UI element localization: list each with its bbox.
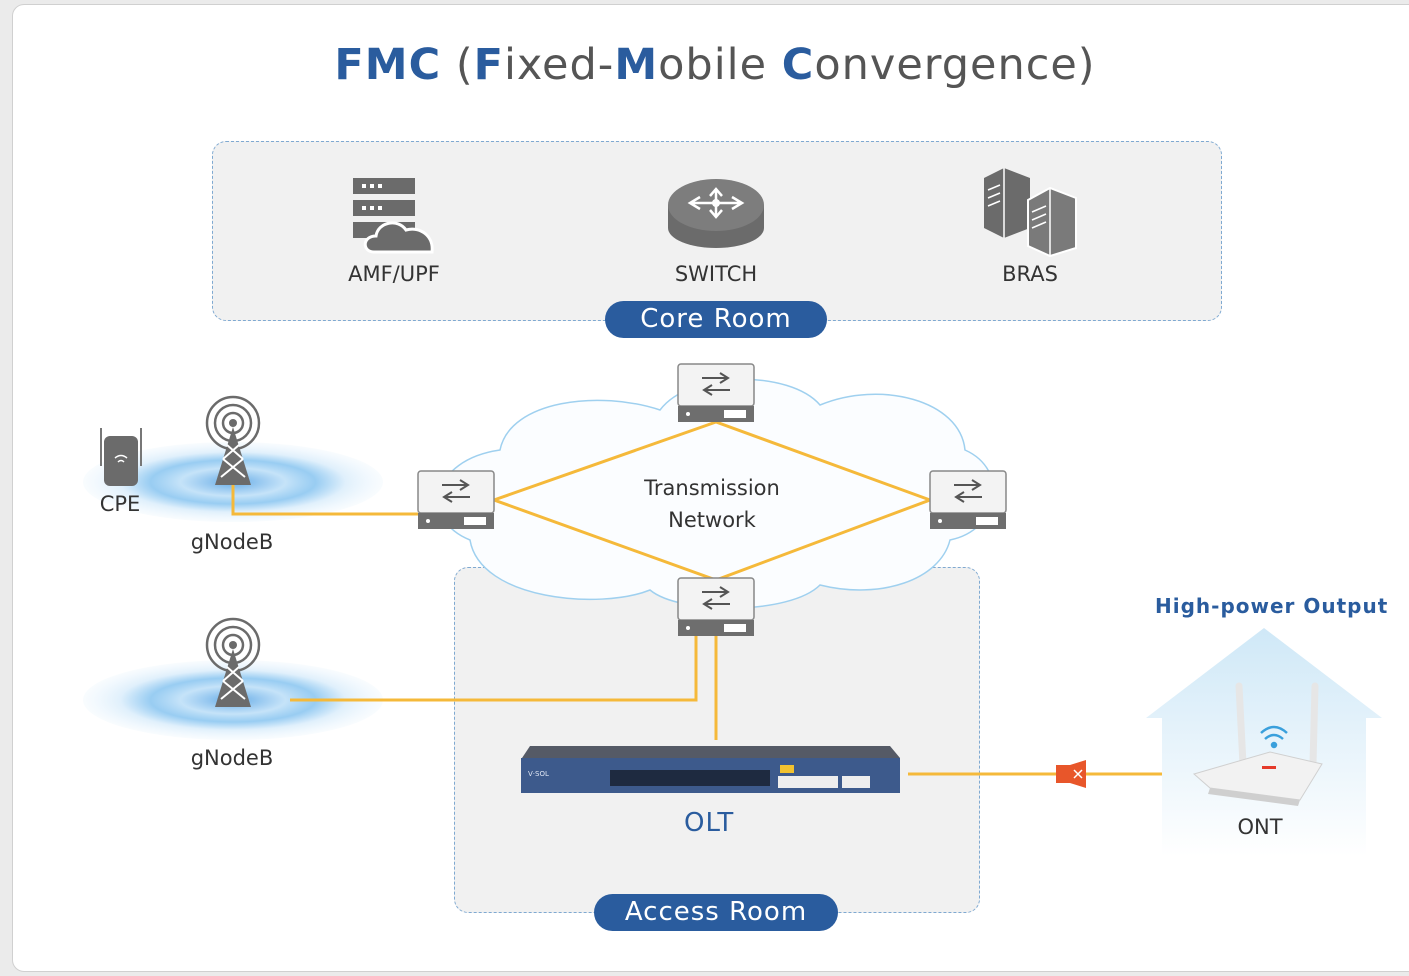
switch-bottom [677, 577, 755, 637]
page-title: FMC (Fixed-Mobile Convergence) [0, 40, 1409, 90]
switch-top [677, 363, 755, 423]
olt-device: V·SOL [521, 746, 900, 793]
ont-label: ONT [1237, 815, 1283, 839]
access-room-pill: Access Room [594, 894, 838, 931]
amf-upf-label: AMF/UPF [348, 262, 440, 286]
core-room-pill: Core Room [605, 301, 827, 338]
link-gnodeb-top [231, 485, 418, 516]
switch-right [929, 470, 1007, 530]
switch-left [417, 470, 495, 530]
title-part: ixed- [503, 40, 615, 90]
router-icon [668, 179, 764, 248]
title-part: F [473, 40, 504, 90]
cpe-label: CPE [99, 492, 141, 516]
ont-icon [1192, 682, 1323, 806]
transmission-cloud [438, 378, 995, 609]
title-part: M [614, 40, 659, 90]
server-cloud-icon [353, 178, 434, 254]
title-part: onvergence) [814, 40, 1096, 90]
link-gnodeb-bottom [290, 636, 698, 702]
bras-label: BRAS [1002, 262, 1058, 286]
transmission-line-1: Transmission [644, 476, 780, 500]
title-part: ( [441, 40, 474, 90]
cpe-icon [100, 428, 142, 486]
gnodeb-bottom-label: gNodeB [190, 746, 274, 770]
switch-label: SWITCH [674, 262, 758, 286]
house-shape [1146, 628, 1382, 856]
amplifier-icon [1056, 760, 1086, 788]
title-part: FMC [334, 40, 442, 90]
server-towers-icon [984, 168, 1077, 258]
wifi-icon [1260, 725, 1288, 749]
transmission-label: Transmission Network [612, 472, 812, 536]
transmission-line-2: Network [668, 508, 756, 532]
olt-label: OLT [684, 808, 735, 838]
gnodeb-top-label: gNodeB [190, 530, 274, 554]
title-part: obile [658, 40, 782, 90]
high-power-output-label: High-power Output [1155, 594, 1389, 618]
svg-text:V·SOL: V·SOL [528, 770, 549, 778]
title-part: C [781, 40, 815, 90]
